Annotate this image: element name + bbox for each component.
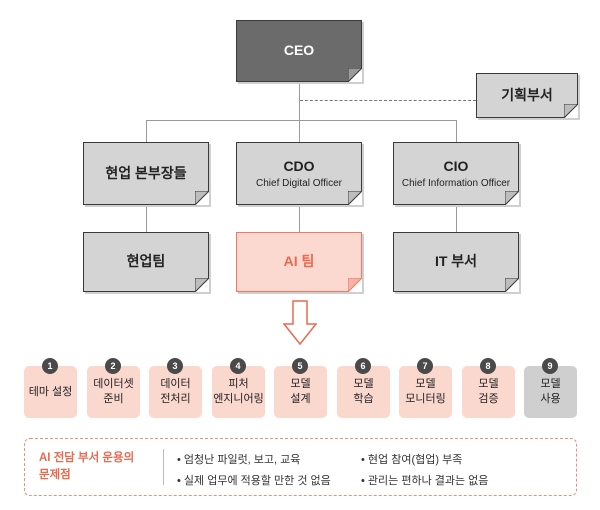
process-step-label: 모델 학습 <box>353 378 374 405</box>
ai-team-box: AI 팀 <box>236 232 362 292</box>
it-dept-title: IT 부서 <box>434 253 478 270</box>
right-branch-line <box>456 120 457 142</box>
left-down-line <box>146 205 147 232</box>
fold-corner-icon <box>505 278 519 292</box>
step-number-badge: 3 <box>167 358 183 374</box>
issue-item: • 현업 참여(협업) 부족 <box>361 454 463 466</box>
ceo-box: CEO <box>236 20 362 82</box>
fold-corner-icon <box>564 104 578 118</box>
fold-corner-icon <box>195 191 209 205</box>
step-number-badge: 2 <box>105 358 121 374</box>
fold-corner-icon <box>195 278 209 292</box>
fold-corner-icon <box>348 278 362 292</box>
cio-title: CIO <box>443 157 469 174</box>
process-step: 모델 검증 <box>462 366 515 418</box>
process-step-label: 테마 설정 <box>28 385 73 398</box>
horizontal-connector <box>146 120 456 121</box>
business-team-title: 현업팀 <box>126 253 166 270</box>
issue-item: • 관리는 편하나 결과는 없음 <box>361 475 489 487</box>
process-step: 모델 모니터링 <box>399 366 452 418</box>
step-number-badge: 6 <box>355 358 371 374</box>
process-step: 모델 설계 <box>274 366 327 418</box>
fold-corner-icon <box>348 68 362 82</box>
issues-box: AI 전담 부서 운용의 문제점 • 엄청난 파일럿, 보고, 교육 • 현업 … <box>24 438 577 496</box>
planning-label: 기획부서 <box>501 86 553 103</box>
process-step-label: 피처 엔지니어링 <box>213 378 264 405</box>
left-branch-line <box>146 120 147 142</box>
step-number-badge: 9 <box>542 358 558 374</box>
ai-team-title: AI 팀 <box>283 253 315 270</box>
cdo-subtitle: Chief Digital Officer <box>256 178 342 190</box>
cdo-title: CDO <box>283 157 315 174</box>
process-step: 테마 설정 <box>24 366 77 418</box>
planning-dashed-line <box>300 100 476 101</box>
step-number-badge: 4 <box>230 358 246 374</box>
issues-divider <box>163 449 164 485</box>
process-step-label: 모델 모니터링 <box>405 378 446 405</box>
process-step: 데이터 전처리 <box>149 366 202 418</box>
center-branch-line <box>299 120 300 142</box>
process-step-label: 모델 사용 <box>540 378 561 405</box>
cio-subtitle: Chief Information Officer <box>401 178 511 190</box>
it-dept-box: IT 부서 <box>393 232 519 292</box>
business-heads-title: 현업 본부장들 <box>105 164 187 181</box>
step-number-badge: 7 <box>417 358 433 374</box>
process-step-label: 모델 설계 <box>290 378 311 405</box>
process-step: 모델 학습 <box>337 366 390 418</box>
step-number-badge: 5 <box>292 358 308 374</box>
process-step: 데이터셋 준비 <box>87 366 140 418</box>
business-heads-box: 현업 본부장들 <box>83 142 209 205</box>
process-step: 피처 엔지니어링 <box>212 366 265 418</box>
step-number-badge: 8 <box>480 358 496 374</box>
issue-item: • 실제 업무에 적용할 만한 것 없음 <box>177 475 331 487</box>
ceo-label: CEO <box>283 42 315 59</box>
fold-corner-icon <box>348 191 362 205</box>
step-number-badge: 1 <box>42 358 58 374</box>
fold-corner-icon <box>505 191 519 205</box>
process-step-label: 데이터 전처리 <box>160 378 191 405</box>
center-down-line <box>299 205 300 232</box>
cio-box: CIO Chief Information Officer <box>393 142 519 205</box>
planning-box: 기획부서 <box>476 73 578 118</box>
process-step-label: 데이터셋 준비 <box>93 378 134 405</box>
issue-item: • 엄청난 파일럿, 보고, 교육 <box>177 454 301 466</box>
right-down-line <box>456 205 457 232</box>
business-team-box: 현업팀 <box>83 232 209 292</box>
cdo-box: CDO Chief Digital Officer <box>236 142 362 205</box>
issues-title: AI 전담 부서 운용의 문제점 <box>39 452 135 482</box>
ceo-vertical-line <box>299 82 300 120</box>
process-step-label: 모델 검증 <box>478 378 499 405</box>
down-arrow-icon <box>283 300 317 346</box>
process-step: 모델 사용 <box>524 366 577 418</box>
